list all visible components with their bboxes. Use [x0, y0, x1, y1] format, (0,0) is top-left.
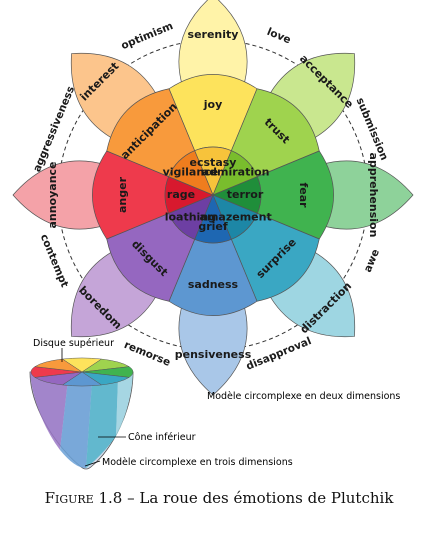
dyad-label-contempt: contempt	[38, 232, 71, 289]
dyad-label-love: love	[265, 26, 292, 47]
label-inner-joy: ecstasy	[190, 156, 237, 169]
cone-band-cyan	[116, 372, 133, 436]
cone-band-purple	[30, 372, 68, 450]
label-inner-fear: terror	[227, 188, 264, 201]
model-3d-pointer	[84, 460, 101, 467]
caption-text: La roue des émotions de Plutchik	[139, 489, 394, 507]
petal-disgust	[70, 194, 214, 338]
petal-joy	[168, 0, 258, 196]
petal-outer-sadness	[178, 301, 248, 396]
petal-trust	[212, 52, 356, 196]
label-outer-joy: serenity	[188, 28, 239, 41]
caption-separator: –	[122, 489, 140, 507]
figure-caption: Figure 1.8 – La roue des émotions de Plu…	[0, 489, 438, 507]
petal-anticipation	[70, 52, 214, 196]
model-2d-label: Modèle circomplexe en deux dimensions	[207, 391, 400, 402]
petal-surprise	[212, 194, 356, 338]
petal-anger	[12, 150, 214, 240]
emotion-petals	[12, 0, 414, 396]
petal-inner-anticipation	[168, 150, 214, 196]
figure-number: Figure 1.8	[44, 489, 123, 507]
label-mid-sadness: sadness	[188, 278, 239, 291]
cone-band-teal	[86, 378, 118, 468]
petal-outer-anger	[12, 160, 107, 230]
dyad-label-aggressiveness: aggressiveness	[31, 85, 77, 174]
label-outer-anger: annoyance	[46, 161, 59, 228]
label-mid-anger: anger	[116, 176, 129, 213]
disc-sector-anticipation	[34, 358, 83, 373]
petal-fear	[212, 150, 414, 240]
petal-outer-fear	[319, 160, 414, 230]
dyad-label-remorse: remorse	[122, 339, 172, 369]
cone-band-blue	[60, 380, 92, 468]
label-inner-surprise: amazement	[200, 211, 272, 224]
petal-outer-joy	[178, 0, 248, 89]
petal-sadness	[168, 194, 258, 396]
lower-cone-label: Cône inférieur	[128, 432, 196, 443]
label-inner-sadness: grief	[198, 220, 228, 233]
plutchik-wheel-diagram: serenityjoyecstasyacceptancetrustadmirat…	[12, 0, 414, 470]
label-mid-joy: joy	[203, 98, 223, 111]
upper-disc-label: Disque supérieur	[33, 338, 114, 349]
label-inner-trust: admiration	[202, 165, 270, 178]
label-inner-anger: rage	[167, 188, 195, 201]
label-inner-disgust: loathing	[165, 211, 216, 224]
upper-disc	[30, 357, 134, 387]
dyad-label-awe: awe	[362, 247, 382, 274]
label-mid-fear: fear	[297, 182, 310, 208]
label-outer-sadness: pensiveness	[175, 348, 252, 361]
label-outer-fear: apprehension	[367, 153, 380, 238]
model-3d-label: Modèle circomplexe en trois dimensions	[102, 457, 293, 468]
dyad-label-disapproval: disapproval	[244, 335, 313, 373]
label-inner-anticipation: vigilance	[163, 165, 219, 178]
cone-3d-illustration	[29, 348, 134, 470]
